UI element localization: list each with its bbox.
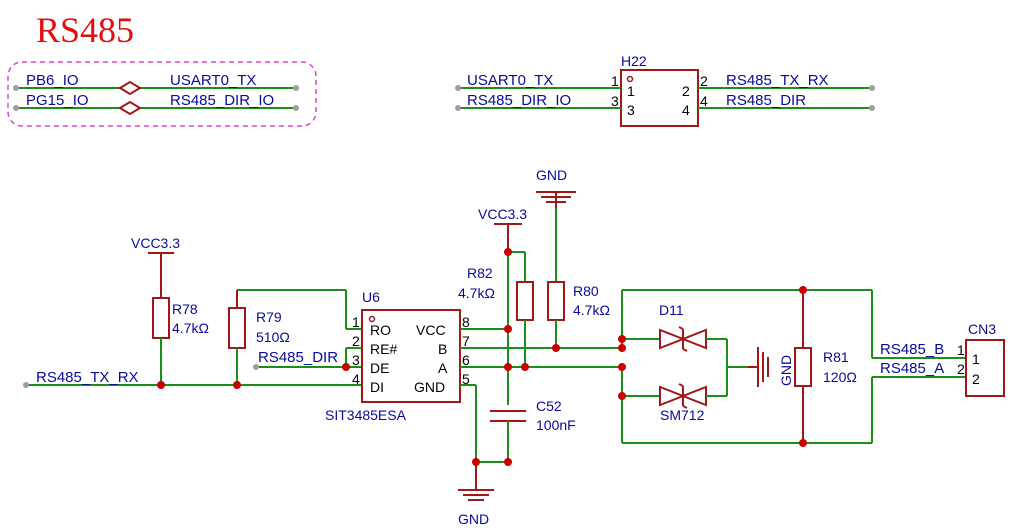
h22-net-usart0-tx: USART0_TX: [467, 72, 553, 89]
h22-pin-1-inner: 1: [627, 83, 635, 99]
net-label-dir: RS485_DIR: [258, 349, 338, 366]
gnd-label-top: GND: [536, 167, 567, 183]
input-section: VCC3.3 R78 4.7kΩ RS485_TX_RX R79 510Ω RS…: [23, 235, 362, 389]
u6-pin-gnd: GND: [414, 379, 445, 395]
r82-value: 4.7kΩ: [458, 285, 495, 301]
vcc-label-u6: VCC3.3: [478, 206, 527, 222]
r80-value: 4.7kΩ: [573, 302, 610, 318]
cn3-connector: CN3 1 2 1 2: [957, 321, 1005, 397]
h22-pin-2: 2: [700, 73, 708, 89]
r81-value: 120Ω: [823, 369, 857, 385]
c52-ref: C52: [536, 398, 562, 414]
net-label-rs485-dir-io: RS485_DIR_IO: [170, 92, 274, 109]
gnd-label-bottom: GND: [458, 511, 489, 527]
cn3-body: [965, 339, 1005, 397]
u6-pin-6: 6: [462, 352, 470, 368]
net-tie-symbol: [118, 80, 142, 96]
r82-ref: R82: [467, 265, 493, 281]
u6-pin-re: RE#: [370, 341, 397, 357]
cn3-pin-1: 1: [957, 342, 965, 358]
h22-pin-3-inner: 3: [627, 102, 635, 118]
u6-pin-a: A: [438, 360, 448, 376]
net-tie-symbol: [118, 100, 142, 116]
net-label-pg15: PG15_IO: [26, 92, 89, 109]
u6-pin-1: 1: [352, 314, 360, 330]
h22-pin-4: 4: [700, 93, 708, 109]
bus-section: VCC3.3 R82 4.7kΩ GND R80 4.7kΩ: [458, 167, 622, 527]
gnd-label-tvs: GND: [778, 355, 794, 386]
r79-resistor: [228, 307, 246, 349]
net-label-tx-rx: RS485_TX_RX: [36, 369, 139, 386]
h22-net-rs485-tx-rx: RS485_TX_RX: [726, 72, 829, 89]
net-label-usart0-tx: USART0_TX: [170, 72, 256, 89]
r79-ref: R79: [256, 309, 282, 325]
h22-body: [620, 69, 699, 127]
r80-ref: R80: [573, 283, 599, 299]
u6-pin-8: 8: [462, 314, 470, 330]
h22-ref: H22: [621, 53, 647, 69]
h22-net-rs485-dir-io: RS485_DIR_IO: [467, 92, 571, 109]
h22-pin-4-inner: 4: [682, 102, 690, 118]
u6-pin-ro: RO: [370, 322, 391, 338]
net-label-pb6: PB6_IO: [26, 72, 79, 89]
h22-pin-2-inner: 2: [682, 83, 690, 99]
cn3-pin-2-inner: 2: [972, 371, 980, 387]
r81-resistor: [794, 347, 812, 387]
net-label-rs485-a: RS485_A: [880, 360, 944, 377]
r80-resistor: [547, 281, 565, 321]
net-label-rs485-b: RS485_B: [880, 341, 944, 358]
u6-pin-vcc: VCC: [416, 322, 446, 338]
r78-value: 4.7kΩ: [172, 320, 209, 336]
r81-ref: R81: [823, 349, 849, 365]
u6-ref: U6: [362, 289, 380, 305]
u6-pin-7: 7: [462, 333, 470, 349]
r82-resistor: [516, 281, 534, 321]
r78-resistor: [152, 297, 170, 339]
net-tie-outline: [7, 61, 317, 127]
u6-pin-di: DI: [370, 379, 384, 395]
u6-body: [361, 309, 461, 403]
u6-pin-5: 5: [462, 371, 470, 387]
d11-diode-a: [659, 328, 686, 350]
protection-section: D11 SM712 GND R81 120Ω RS485_B RS485_A: [618, 286, 966, 447]
c52-value: 100nF: [536, 417, 576, 433]
r79-value: 510Ω: [256, 329, 290, 345]
h22-pin-3: 3: [611, 93, 619, 109]
d11-ref: D11: [659, 302, 684, 318]
page-title: RS485: [36, 10, 134, 50]
h22-header: H22 USART0_TX RS485_DIR_IO RS485_TX_RX R…: [455, 53, 875, 127]
u6-part: SIT3485ESA: [325, 407, 407, 423]
h22-net-rs485-dir: RS485_DIR: [726, 92, 806, 109]
d11-part: SM712: [660, 407, 705, 423]
h22-pin-1: 1: [611, 73, 619, 89]
u6-pin-de: DE: [370, 360, 389, 376]
u6-pin-2: 2: [352, 333, 360, 349]
cn3-pin-1-inner: 1: [972, 351, 980, 367]
u6-pin-3: 3: [352, 352, 360, 368]
cn3-pin-2: 2: [957, 361, 965, 377]
d11-diode-b: [659, 385, 686, 407]
u6-transceiver: U6 SIT3485ESA 1 RO 2 RE# 3 DE 4 DI VCC 8…: [325, 289, 470, 423]
u6-pin-4: 4: [352, 371, 360, 387]
u6-pin-b: B: [438, 341, 447, 357]
vcc-label-r78: VCC3.3: [131, 235, 180, 251]
net-tie-box: PB6_IO USART0_TX PG15_IO RS485_DIR_IO: [7, 61, 317, 127]
r78-ref: R78: [172, 301, 198, 317]
cn3-ref: CN3: [968, 321, 996, 337]
